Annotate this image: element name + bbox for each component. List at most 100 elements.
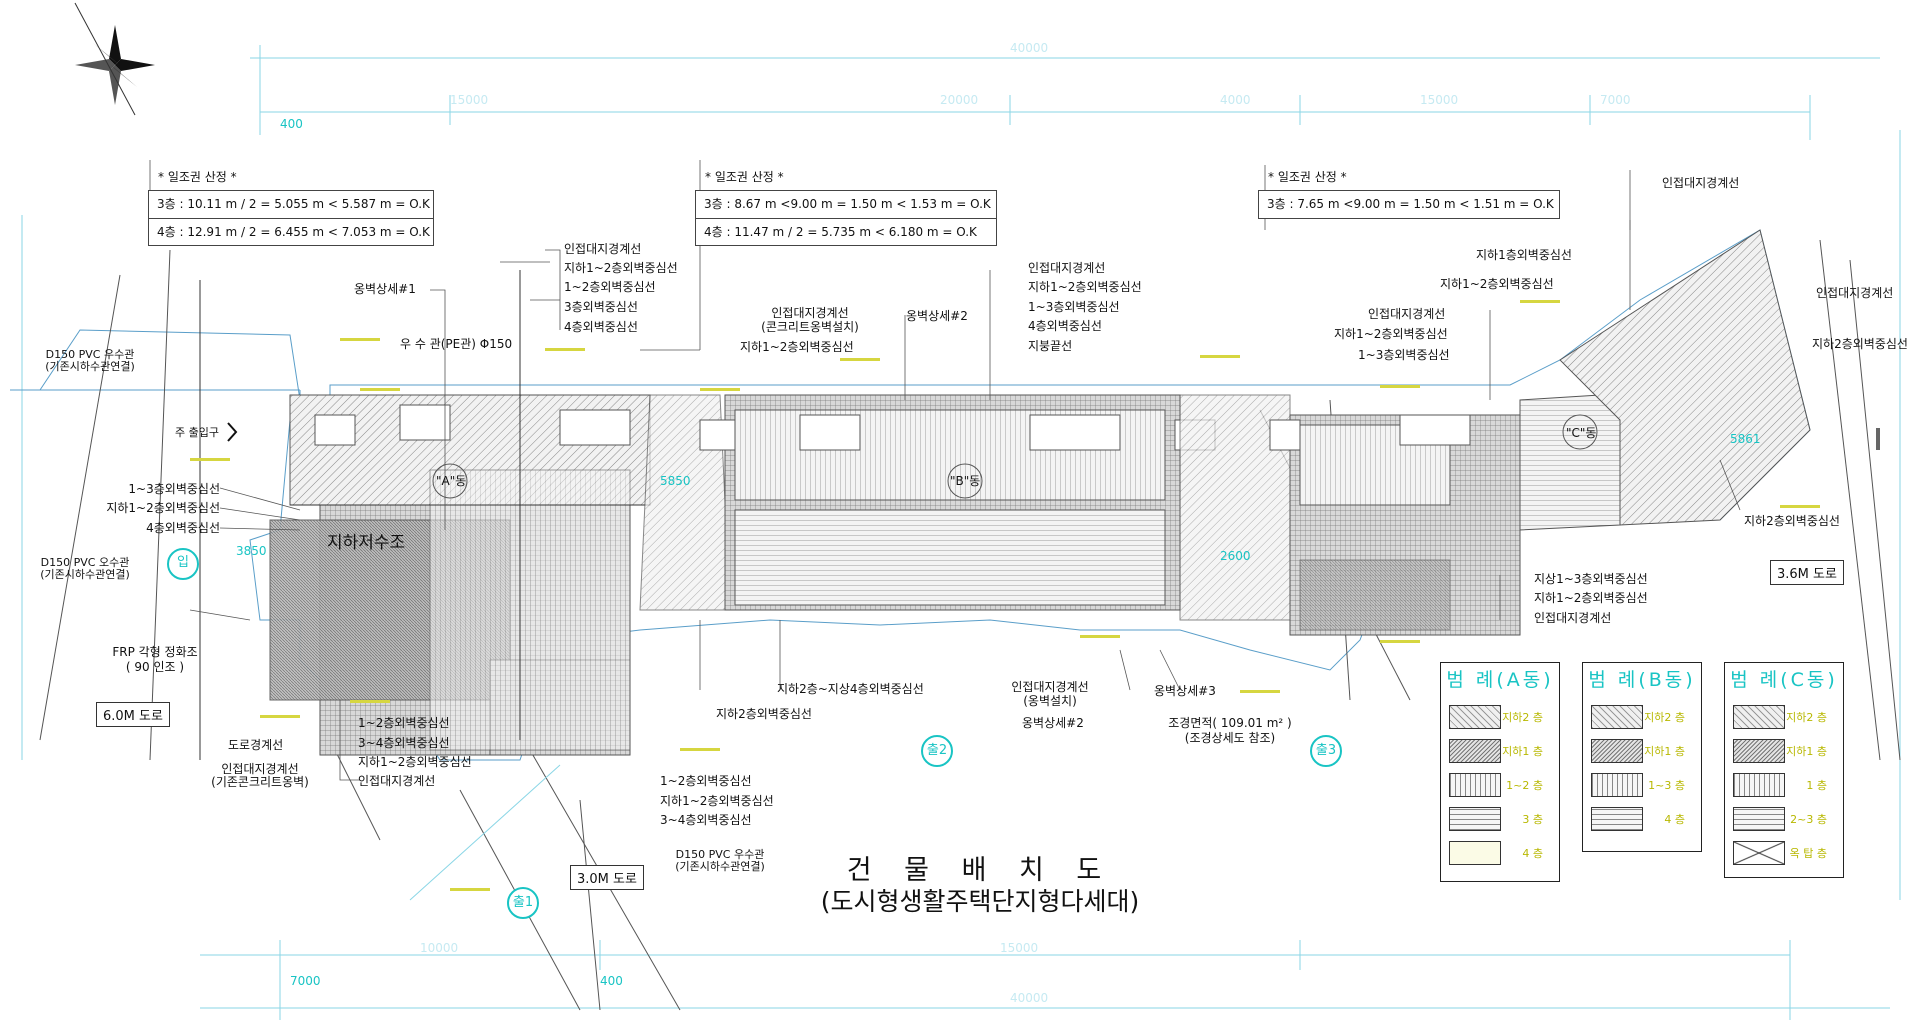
building-c-tag: "C"동 bbox=[1566, 426, 1597, 440]
legend-item: 지하1 층 bbox=[1786, 745, 1827, 758]
legend-swatch bbox=[1733, 739, 1785, 763]
b-adj-2: (콘크리트옹벽설치) bbox=[761, 320, 859, 334]
cyan-dim-text: 400 5850 3850 2600 5861 7000 400 bbox=[236, 117, 1761, 988]
legend-b: 범 례(B동) 지하2 층 지하1 층 1~3 층 4 층 bbox=[1582, 662, 1702, 852]
legend-item: 3 층 bbox=[1522, 813, 1543, 826]
yellow-markers bbox=[190, 300, 1820, 891]
legend-row: 지하1 층 bbox=[1591, 739, 1695, 763]
svg-text:10000: 10000 bbox=[420, 941, 458, 955]
legend-swatch bbox=[1449, 773, 1501, 797]
adj-concrete-1: 인접대지경계선 bbox=[221, 762, 299, 776]
building-b-tag: "B"동 bbox=[950, 474, 981, 488]
svg-text:4000: 4000 bbox=[1220, 93, 1251, 107]
gate-1-label: 출1 bbox=[512, 895, 534, 910]
a-top-line-5: 4층외벽중심선 bbox=[564, 320, 638, 334]
gate-marker-icons bbox=[167, 548, 1342, 919]
b-adj-1: 인접대지경계선 bbox=[771, 306, 849, 320]
north-arrow-icon bbox=[74, 2, 155, 116]
shadow-calc-box-b: 3층 : 8.67 m <9.00 m = 1.50 m < 1.53 m = … bbox=[695, 190, 997, 246]
c-b12-label: 지하1~2층외벽중심선 bbox=[1440, 277, 1554, 291]
b-top-line-1: 인접대지경계선 bbox=[1028, 261, 1106, 275]
svg-text:15000: 15000 bbox=[1000, 941, 1038, 955]
legend-title: 범 례(C동) bbox=[1730, 669, 1838, 691]
legend-item: 2~3 층 bbox=[1790, 813, 1827, 826]
adj-concrete-2: (기존콘크리트옹벽) bbox=[211, 775, 309, 789]
legend-title: 범 례(B동) bbox=[1588, 669, 1696, 691]
svg-text:5861: 5861 bbox=[1730, 432, 1761, 446]
a-top-line-3: 1~2층외벽중심선 bbox=[564, 280, 656, 294]
a-top-line-4: 3층외벽중심선 bbox=[564, 300, 638, 314]
building-tag-circles bbox=[432, 414, 1598, 499]
legend-row: 1~2 층 bbox=[1449, 773, 1553, 797]
legend-row: 1 층 bbox=[1733, 773, 1837, 797]
drawing-title: 건 물 배 치 도 bbox=[846, 855, 1114, 886]
legend-swatch bbox=[1591, 739, 1643, 763]
a-bottom2-line-2: 지하1~2층외벽중심선 bbox=[660, 794, 774, 808]
road-boundary-label: 도로경계선 bbox=[228, 738, 284, 752]
legend-swatch bbox=[1733, 705, 1785, 729]
c-b1-label: 지하1층외벽중심선 bbox=[1476, 248, 1572, 262]
scroll-indicator[interactable] bbox=[1876, 428, 1880, 450]
leader-lines bbox=[149, 160, 1741, 781]
svg-text:40000: 40000 bbox=[1010, 991, 1048, 1005]
legend-item: 1 층 bbox=[1806, 779, 1827, 792]
shadow-calc-row: 3층 : 10.11 m / 2 = 5.055 m < 5.587 m = O… bbox=[157, 197, 430, 211]
retaining-wall-detail-2b: 옹벽상세#2 bbox=[1022, 716, 1084, 730]
gate-main-label: 입 bbox=[177, 555, 189, 570]
legend-title: 범 례(A동) bbox=[1446, 669, 1554, 691]
svg-text:5850: 5850 bbox=[660, 474, 691, 488]
c-left-line-1: 인접대지경계선 bbox=[1368, 307, 1446, 321]
legend-swatch bbox=[1449, 739, 1501, 763]
a-bottom-line-4: 인접대지경계선 bbox=[358, 774, 436, 788]
a-bottom2-line-3: 3~4층외벽중심선 bbox=[660, 813, 752, 827]
c-adj-right: 인접대지경계선 bbox=[1816, 286, 1894, 300]
c-b2-bottom: 지하2층외벽중심선 bbox=[1744, 514, 1840, 528]
b-b2-4-label: 지하2층~지상4층외벽중심선 bbox=[777, 682, 924, 696]
drawing-subtitle: (도시형생활주택단지형다세대) bbox=[820, 887, 1140, 916]
legend-swatch bbox=[1733, 807, 1785, 831]
d150-top-2: (기존시하수관연결) bbox=[45, 360, 135, 373]
svg-text:400: 400 bbox=[600, 974, 623, 988]
svg-text:2600: 2600 bbox=[1220, 549, 1251, 563]
d150-left-1: D150 PVC 오수관 bbox=[40, 556, 130, 569]
svg-text:15000: 15000 bbox=[450, 93, 488, 107]
c-bottom-line-2: 지하1~2층외벽중심선 bbox=[1534, 591, 1648, 605]
a-left-line-1: 1~3층외벽중심선 bbox=[128, 482, 220, 496]
landscape-area-1: 조경면적( 109.01 m² ) bbox=[1168, 716, 1292, 730]
shadow-calc-box-c: 3층 : 7.65 m <9.00 m = 1.50 m < 1.51 m = … bbox=[1258, 190, 1560, 219]
c-b2-right: 지하2층외벽중심선 bbox=[1812, 337, 1908, 351]
legend-swatch bbox=[1733, 773, 1785, 797]
svg-text:7000: 7000 bbox=[1600, 93, 1631, 107]
legend-swatch bbox=[1591, 705, 1643, 729]
building-a bbox=[269, 270, 651, 756]
shadow-calc-row: 3층 : 8.67 m <9.00 m = 1.50 m < 1.53 m = … bbox=[704, 197, 991, 211]
legend-row: 옥 탑 층 bbox=[1733, 841, 1837, 865]
legend-row: 지하2 층 bbox=[1591, 705, 1695, 729]
legend-item: 지하1 층 bbox=[1644, 745, 1685, 758]
svg-text:20000: 20000 bbox=[940, 93, 978, 107]
retaining-wall-detail-1: 옹벽상세#1 bbox=[354, 282, 416, 296]
dimension-text: 40000 15000 20000 4000 15000 7000 40000 … bbox=[420, 41, 1631, 1005]
legend-item: 4 층 bbox=[1522, 847, 1543, 860]
a-bottom2-line-1: 1~2층외벽중심선 bbox=[660, 774, 752, 788]
svg-text:15000: 15000 bbox=[1420, 93, 1458, 107]
svg-text:40000: 40000 bbox=[1010, 41, 1048, 55]
legend-row: 3 층 bbox=[1449, 807, 1553, 831]
road-label-6m: 6.0M 도로 bbox=[96, 702, 170, 727]
c-adj-top: 인접대지경계선 bbox=[1662, 176, 1740, 190]
legend-swatch bbox=[1449, 705, 1501, 729]
legend-c: 범 례(C동) 지하2 층 지하1 층 1 층 2~3 층 옥 탑 층 bbox=[1724, 662, 1844, 878]
legend-item: 지하2 층 bbox=[1644, 711, 1685, 724]
entrance-chevron-icon bbox=[227, 422, 238, 442]
road-label-3m: 3.0M 도로 bbox=[570, 865, 644, 890]
retaining-wall-detail-2: 옹벽상세#2 bbox=[906, 309, 968, 323]
a-bottom-line-2: 3~4층외벽중심선 bbox=[358, 736, 450, 750]
legend-swatch bbox=[1591, 773, 1643, 797]
frp-tank-2: ( 90 인조 ) bbox=[125, 660, 185, 674]
a-bottom-line-1: 1~2층외벽중심선 bbox=[358, 716, 450, 730]
c-left-line-2: 지하1~2층외벽중심선 bbox=[1334, 327, 1448, 341]
svg-text:400: 400 bbox=[280, 117, 303, 131]
gate-2-label: 출2 bbox=[926, 743, 948, 758]
b-top-line-2: 지하1~2층외벽중심선 bbox=[1028, 280, 1142, 294]
dimension-lines bbox=[21, 45, 1901, 1020]
